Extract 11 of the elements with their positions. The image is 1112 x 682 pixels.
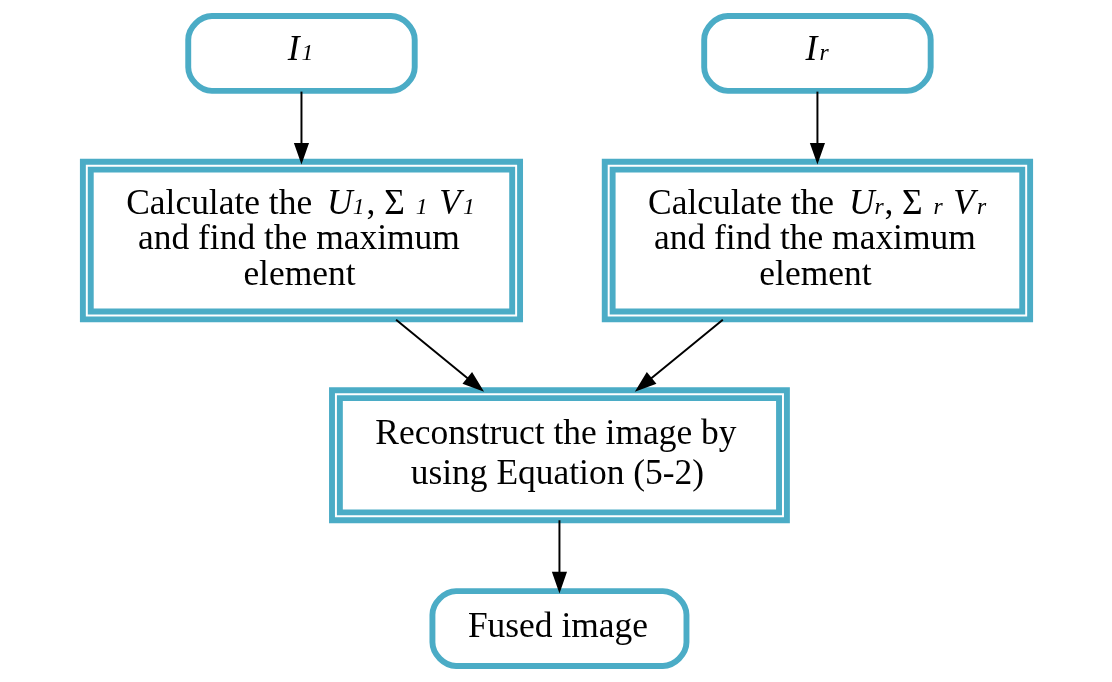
node-box: I1 — [184, 13, 418, 94]
node-box: Calculate the U1, Σ 1 V1 and find the maximum element — [79, 158, 523, 323]
arrow — [809, 90, 825, 165]
node-box: Ir — [700, 13, 934, 94]
arrow — [394, 318, 484, 392]
node-box: Reconstruct the image by using Equation (5-2) — [328, 387, 790, 524]
arrow — [551, 519, 567, 594]
arrow — [293, 90, 309, 165]
node-box: Calculate the Ur, Σ r Vr and find the maximum element — [601, 158, 1033, 323]
arrow — [634, 318, 724, 392]
node-box: Fused image — [428, 588, 689, 669]
